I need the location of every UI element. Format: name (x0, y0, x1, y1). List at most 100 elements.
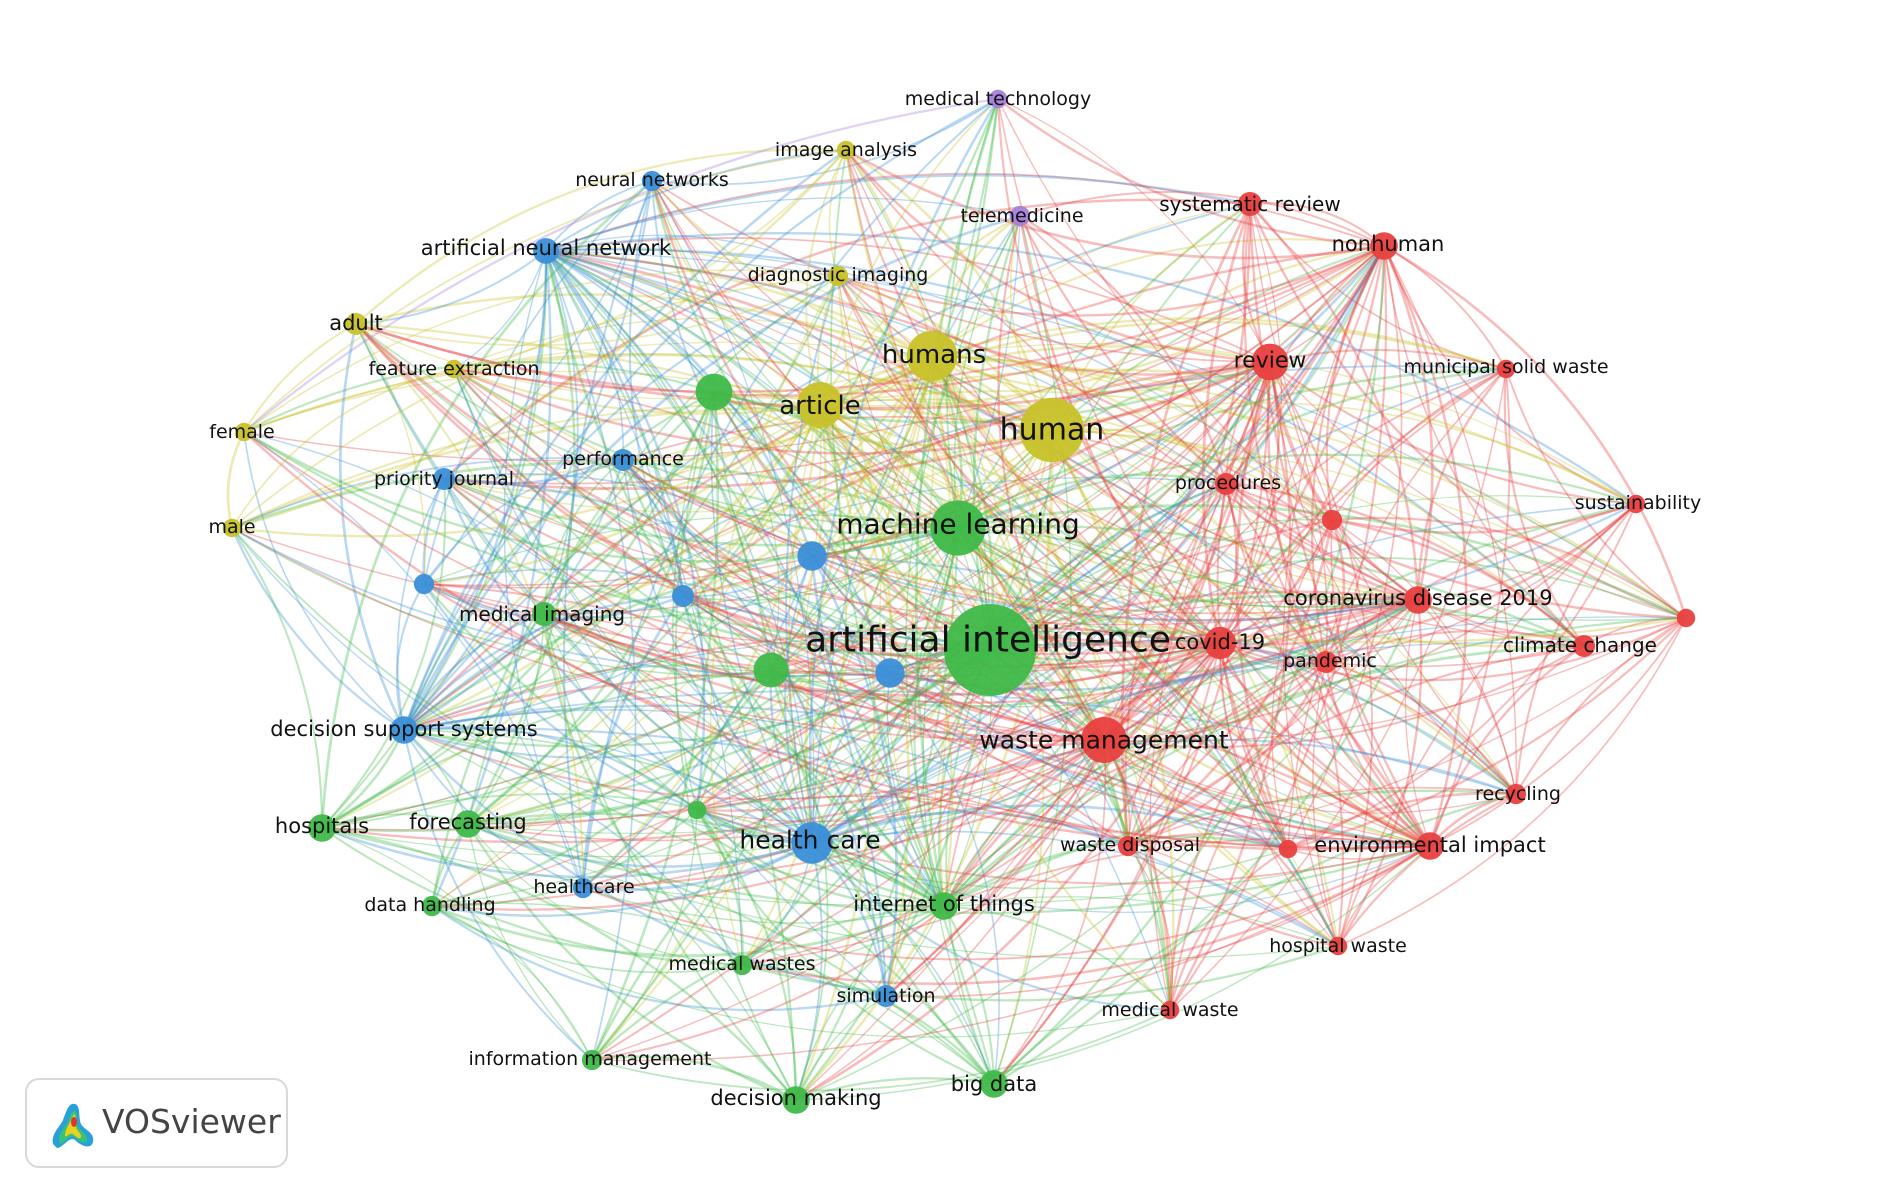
network-link (811, 842, 1171, 1012)
network-node[interactable] (1019, 397, 1085, 463)
network-link (713, 360, 1271, 424)
network-node[interactable] (1238, 192, 1262, 216)
network-link (453, 368, 1105, 742)
network-node[interactable] (581, 1049, 603, 1071)
node-label: decision support systems (270, 717, 537, 741)
network-node[interactable] (1315, 651, 1337, 673)
network-node[interactable] (1626, 494, 1646, 514)
network-node[interactable] (1160, 1000, 1180, 1020)
network-node[interactable] (1251, 343, 1289, 381)
network-node[interactable] (1117, 835, 1139, 857)
network-node[interactable] (797, 382, 843, 428)
network-link (355, 323, 426, 585)
network-node[interactable] (390, 716, 418, 744)
network-link (226, 431, 246, 529)
network-node[interactable] (641, 170, 663, 192)
network-link (931, 355, 1517, 795)
network-node[interactable] (1505, 783, 1527, 805)
network-node[interactable] (1215, 473, 1237, 495)
network-node[interactable] (222, 518, 242, 538)
network-node[interactable] (1328, 936, 1348, 956)
network-link (682, 595, 1105, 741)
node-label: machine learning (836, 508, 1079, 541)
network-link (1249, 203, 1507, 370)
network-node[interactable] (1404, 586, 1432, 614)
network-link (1103, 368, 1507, 741)
network-node[interactable] (687, 800, 707, 820)
network-node[interactable] (906, 330, 958, 382)
node-label: big data (951, 1072, 1037, 1096)
network-link (811, 842, 995, 1085)
network-node[interactable] (930, 500, 986, 556)
network-node[interactable] (421, 895, 443, 917)
network-node[interactable] (1278, 839, 1298, 859)
network-node[interactable] (1496, 359, 1516, 379)
network-node[interactable] (875, 658, 905, 688)
network-link (321, 827, 1431, 907)
network-node[interactable] (791, 822, 833, 864)
network-link (1218, 642, 1431, 848)
network-node[interactable] (782, 1086, 810, 1114)
network-link (1019, 214, 1228, 485)
network-node[interactable] (1321, 509, 1343, 531)
network-link (651, 98, 999, 186)
network-link (889, 215, 1021, 674)
network-link (1503, 368, 1585, 647)
network-node[interactable] (1416, 832, 1444, 860)
network-node[interactable] (944, 604, 1036, 696)
network-node[interactable] (572, 877, 594, 899)
network-node[interactable] (308, 814, 336, 842)
network-link (321, 478, 447, 829)
network-node[interactable] (413, 573, 435, 595)
network-node[interactable] (980, 1070, 1008, 1098)
network-link (243, 323, 357, 433)
network-link (466, 250, 576, 825)
network-link (1051, 429, 1585, 647)
network-link (844, 149, 1339, 947)
network-link (819, 404, 1130, 847)
network-link (1325, 660, 1517, 795)
network-node[interactable] (731, 954, 753, 976)
network-link (243, 341, 933, 433)
network-node[interactable] (532, 602, 556, 626)
network-link (321, 391, 716, 830)
network-link (431, 904, 945, 958)
network-node[interactable] (695, 373, 733, 411)
network-link (423, 583, 1431, 849)
network-node[interactable] (234, 422, 254, 442)
network-link (993, 642, 1221, 1085)
network-node[interactable] (433, 468, 455, 490)
network-link (1103, 519, 1333, 741)
node-label: sustainability (1575, 492, 1702, 514)
network-node[interactable] (1203, 626, 1237, 660)
network-link (321, 245, 1385, 829)
network-node[interactable] (797, 541, 827, 571)
network-link (321, 648, 991, 833)
network-node[interactable] (1081, 717, 1127, 763)
network-node[interactable] (1009, 205, 1031, 227)
network-node[interactable] (827, 265, 849, 287)
network-node[interactable] (988, 89, 1008, 109)
network-node[interactable] (345, 313, 367, 335)
network-node[interactable] (1573, 635, 1595, 657)
network-node[interactable] (930, 892, 958, 920)
network-node[interactable] (454, 810, 482, 838)
network-node[interactable] (444, 359, 464, 379)
network-link (713, 390, 959, 529)
network-node[interactable] (836, 140, 856, 160)
network-link (403, 404, 821, 732)
network-link (1325, 630, 1585, 663)
network-node[interactable] (1676, 608, 1696, 628)
network-link (811, 642, 1585, 844)
network-node[interactable] (533, 238, 559, 264)
network-node[interactable] (1370, 232, 1398, 260)
network-node[interactable] (612, 449, 634, 471)
network-link (545, 180, 653, 252)
network-link (931, 355, 1333, 521)
network-node[interactable] (753, 652, 789, 688)
network-node[interactable] (875, 985, 897, 1007)
network-link (1051, 203, 1251, 431)
network-node[interactable] (672, 585, 694, 607)
network-link (819, 398, 1333, 521)
network-link (403, 725, 698, 811)
